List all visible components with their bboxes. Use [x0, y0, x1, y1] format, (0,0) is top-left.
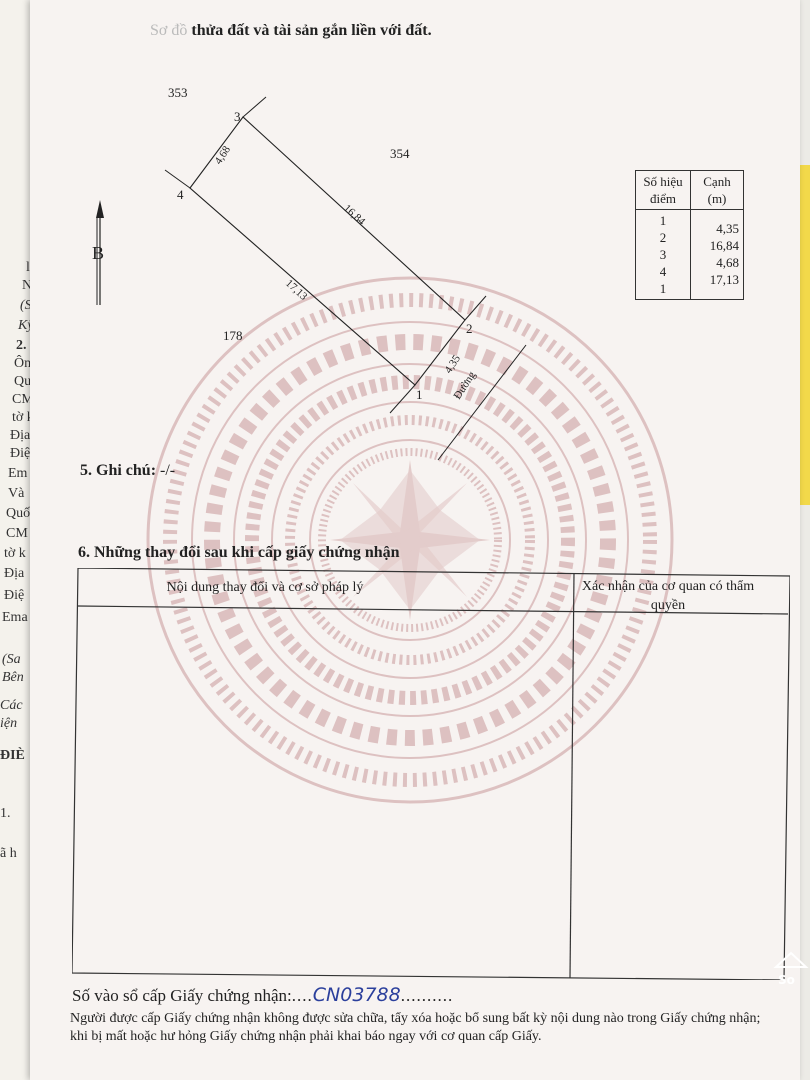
edge-length-3-2: 16,84 — [341, 202, 368, 228]
underpage-line: tờ k — [4, 546, 26, 561]
parcel-sketch: B 3 4 2 1 353 354 178 4,68 16,84 17,13 4… — [92, 85, 527, 461]
point-label-4: 4 — [177, 187, 184, 202]
underpage-line: Ôn — [14, 356, 32, 371]
note-section: 5. Ghi chú: -/- — [80, 462, 175, 480]
coord-point: 3 — [659, 247, 667, 262]
changes-section-title: 6. Những thay đổi sau khi cấp giấy chứng… — [78, 544, 400, 561]
underpage-line: CM — [6, 526, 28, 541]
note-value: -/- — [160, 462, 176, 479]
underpage-line: Các — [0, 698, 23, 713]
logo-text: So — [778, 973, 795, 987]
note-label: 5. Ghi chú: — [80, 462, 157, 479]
dots-after: .......... — [400, 986, 454, 1005]
underpage-line: Địa — [4, 566, 25, 581]
coord-point: 4 — [659, 264, 667, 279]
watermark-logo: So — [772, 945, 810, 995]
coord-edge: 4,35 — [716, 221, 739, 236]
underpage-line: Điệ — [4, 588, 25, 603]
coord-edges-cell: 4,35 16,84 4,68 17,13 — [690, 209, 744, 300]
certificate-number-label: Số vào sổ cấp Giấy chứng nhận: — [72, 986, 292, 1005]
coord-header-point: Số hiệu điểm — [635, 170, 691, 210]
document-section-title: Sơ đồ thửa đất và tài sản gắn liền với đ… — [150, 22, 432, 40]
road-label: Đường — [451, 369, 478, 402]
underpage-line: tờ k — [12, 410, 34, 425]
underpage-line: Và — [8, 486, 25, 501]
certificate-number-line: Số vào sổ cấp Giấy chứng nhận:....CN0378… — [72, 984, 453, 1006]
underpage-line: Kỹ — [18, 318, 34, 333]
coord-points-cell: 1 2 3 4 1 — [635, 209, 691, 300]
underpage-line: 1. — [0, 806, 11, 821]
underpage-line: ã h — [0, 846, 17, 861]
underpage-line: iện — [0, 716, 18, 731]
underpage-line: ĐIÈ — [0, 748, 25, 763]
house-logo-icon — [773, 951, 809, 968]
dots-before: .... — [291, 986, 313, 1005]
parcel-boundary — [189, 116, 466, 386]
neighbor-parcel-353: 353 — [168, 85, 188, 100]
edge-length-1-2: 4,35 — [442, 353, 463, 376]
underpage-line: Quố — [6, 506, 31, 521]
neighbor-parcel-354: 354 — [390, 146, 410, 161]
neighbor-parcel-178: 178 — [223, 328, 243, 343]
changes-col-content-header: Nội dung thay đổi và cơ sở pháp lý — [166, 580, 364, 595]
coord-point: 1 — [659, 281, 667, 296]
underpage-line: Ema — [2, 610, 28, 625]
point-label-3: 3 — [234, 109, 241, 124]
underpage-line: CM — [12, 392, 34, 407]
point-label-1: 1 — [416, 387, 423, 402]
coord-header-edge: Cạnh (m) — [690, 170, 744, 210]
certificate-number-handwritten: CN03788 — [312, 984, 401, 1006]
underpage-line: Địa — [10, 428, 31, 443]
underpage-line: Điệ — [10, 446, 31, 461]
title-text: thửa đất và tài sản gắn liền với đất. — [191, 22, 432, 39]
edge-length-4-1: 17,13 — [283, 277, 310, 303]
underpage-line: Bên — [2, 670, 24, 685]
coord-point: 2 — [659, 230, 667, 245]
bronze-drum-watermark — [146, 276, 674, 804]
underpage-line: Em — [8, 466, 28, 481]
coord-edge: 16,84 — [709, 238, 739, 253]
underpage-line: Qu — [14, 374, 32, 389]
changes-col-approval-header: Xác nhận của cơ quan có thẩm quyền — [581, 579, 755, 613]
underpage-line: (Sa — [2, 652, 21, 667]
footnote-warning: Người được cấp Giấy chứng nhận không đượ… — [70, 1011, 761, 1044]
north-label: B — [92, 243, 104, 263]
coordinate-table: Số hiệu điểm Cạnh (m) 1 2 3 4 1 4,35 16,… — [635, 170, 744, 300]
title-faded-text: Sơ đồ — [150, 22, 188, 39]
coord-edge: 17,13 — [709, 272, 739, 287]
edge-length-3-4: 4,68 — [212, 144, 233, 167]
coord-point: 1 — [659, 213, 667, 228]
coord-edge: 4,68 — [716, 255, 739, 270]
changes-table — [72, 568, 790, 980]
point-label-2: 2 — [466, 321, 473, 336]
certificate-page: Sơ đồ thửa đất và tài sản gắn liền với đ… — [30, 0, 800, 1080]
